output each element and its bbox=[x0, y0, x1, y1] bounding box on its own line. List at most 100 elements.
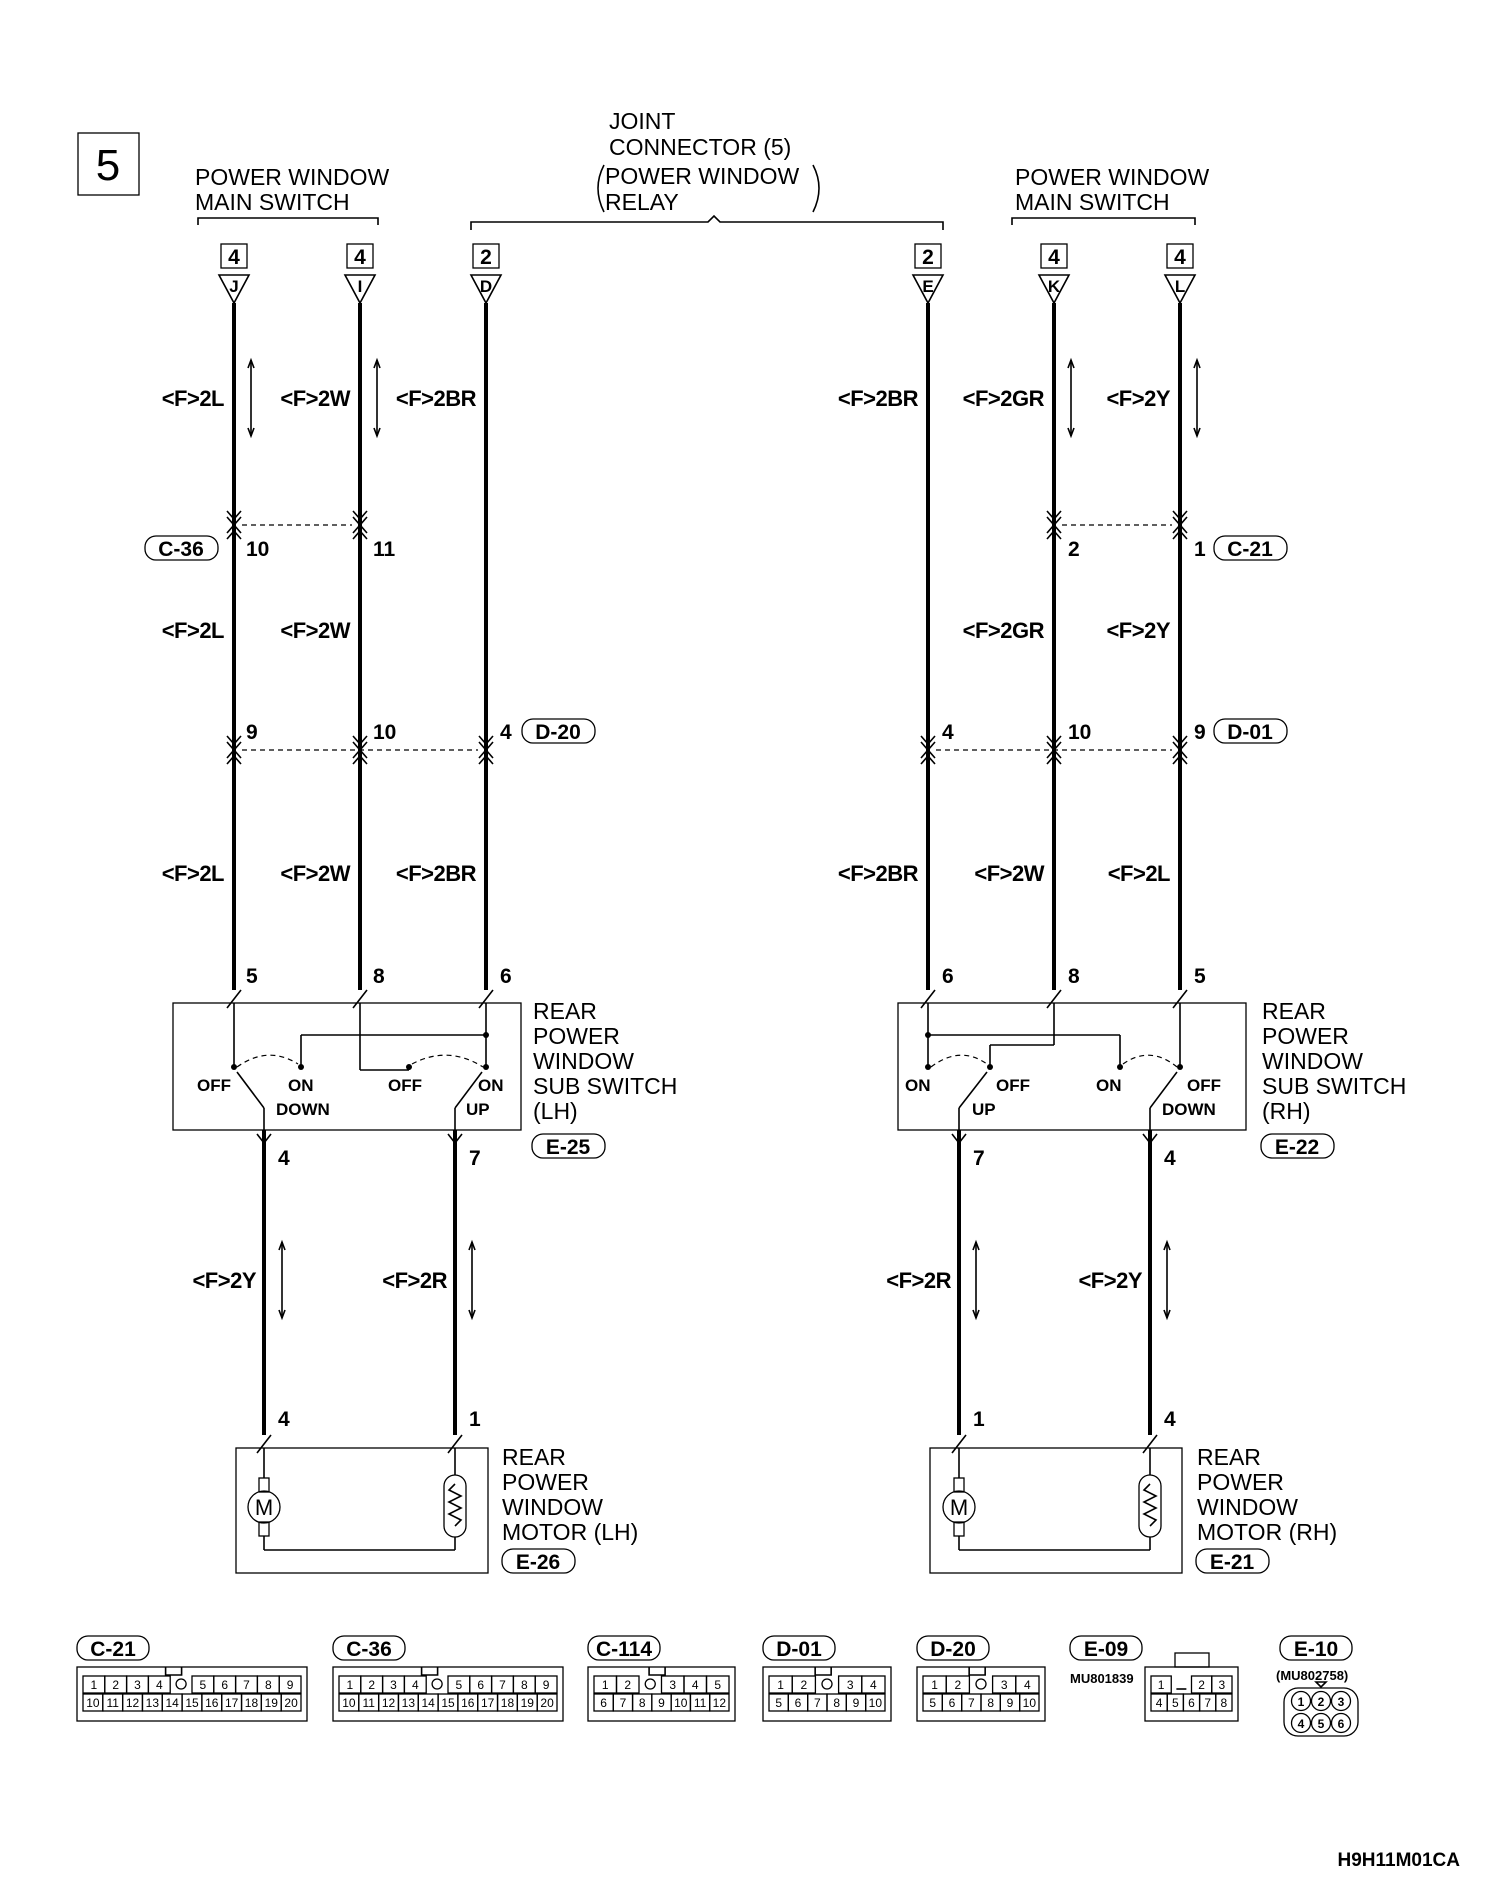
section-number: 5 bbox=[96, 141, 120, 190]
motor-lh: 4 1 M REAR POWER WINDOW MOTOR (LH) E-26 bbox=[235, 1408, 638, 1574]
svg-text:POWER WINDOW: POWER WINDOW bbox=[195, 164, 389, 190]
section-box bbox=[77, 132, 140, 196]
svg-text:4: 4 bbox=[228, 246, 240, 269]
svg-text:2: 2 bbox=[480, 246, 492, 269]
svg-text:3: 3 bbox=[390, 1678, 397, 1692]
svg-text:1: 1 bbox=[347, 1678, 354, 1692]
motor-symbol: M bbox=[950, 1495, 968, 1520]
legend-code: D-20 bbox=[930, 1638, 976, 1661]
svg-text:7: 7 bbox=[469, 1147, 481, 1170]
svg-text:4: 4 bbox=[1048, 246, 1060, 269]
svg-text:3: 3 bbox=[1219, 1678, 1226, 1692]
connector-d01: 4 10 9 D-01 bbox=[942, 718, 1288, 744]
connector-d20: 9 10 4 D-20 bbox=[246, 718, 596, 744]
svg-text:I: I bbox=[358, 277, 363, 296]
svg-text:D-01: D-01 bbox=[1227, 721, 1273, 744]
svg-text:<F>2Y: <F>2Y bbox=[1106, 386, 1170, 411]
svg-text:4: 4 bbox=[354, 246, 366, 269]
svg-text:<F>2W: <F>2W bbox=[280, 386, 350, 411]
svg-text:2: 2 bbox=[624, 1678, 631, 1692]
svg-text:9: 9 bbox=[853, 1696, 860, 1710]
svg-text:POWER: POWER bbox=[1197, 1469, 1284, 1495]
svg-text:4: 4 bbox=[1156, 1696, 1163, 1710]
svg-text:ON: ON bbox=[905, 1076, 931, 1095]
svg-text:20: 20 bbox=[540, 1696, 554, 1710]
svg-text:E: E bbox=[922, 277, 933, 296]
svg-text:OFF: OFF bbox=[197, 1076, 231, 1095]
svg-text:<F>2Y: <F>2Y bbox=[1078, 1268, 1142, 1293]
svg-text:4: 4 bbox=[1174, 246, 1186, 269]
svg-text:JOINT: JOINT bbox=[609, 108, 675, 134]
svg-text:WINDOW: WINDOW bbox=[502, 1494, 603, 1520]
svg-text:RELAY: RELAY bbox=[605, 189, 679, 215]
svg-text:1: 1 bbox=[777, 1678, 784, 1692]
svg-text:POWER WINDOW: POWER WINDOW bbox=[605, 163, 799, 189]
svg-text:8: 8 bbox=[833, 1696, 840, 1710]
svg-text:REAR: REAR bbox=[1197, 1444, 1261, 1470]
svg-text:4: 4 bbox=[278, 1408, 290, 1431]
terminal-i: 4 I bbox=[343, 243, 377, 305]
svg-text:7: 7 bbox=[499, 1678, 506, 1692]
svg-text:POWER: POWER bbox=[502, 1469, 589, 1495]
svg-text:<F>2Y: <F>2Y bbox=[1106, 618, 1170, 643]
svg-text:2: 2 bbox=[1068, 538, 1080, 561]
svg-text:3: 3 bbox=[1338, 1695, 1345, 1709]
terminal-d: 2 D bbox=[469, 243, 503, 305]
svg-text:CONNECTOR (5): CONNECTOR (5) bbox=[609, 134, 791, 160]
svg-text:<F>2BR: <F>2BR bbox=[396, 861, 477, 886]
svg-text:3: 3 bbox=[847, 1678, 854, 1692]
joint-connector-label: JOINT CONNECTOR (5) POWER WINDOW RELAY bbox=[597, 108, 820, 215]
svg-text:19: 19 bbox=[265, 1696, 279, 1710]
svg-text:9: 9 bbox=[658, 1696, 665, 1710]
svg-text:5: 5 bbox=[200, 1678, 207, 1692]
svg-text:E-26: E-26 bbox=[516, 1551, 560, 1574]
svg-text:ON: ON bbox=[478, 1076, 504, 1095]
svg-text:5: 5 bbox=[246, 965, 258, 988]
svg-text:MOTOR (LH): MOTOR (LH) bbox=[502, 1519, 638, 1545]
svg-text:6: 6 bbox=[1188, 1696, 1195, 1710]
svg-text:5: 5 bbox=[775, 1696, 782, 1710]
svg-text:16: 16 bbox=[461, 1696, 475, 1710]
svg-text:15: 15 bbox=[441, 1696, 455, 1710]
svg-text:13: 13 bbox=[402, 1696, 416, 1710]
svg-text:D: D bbox=[480, 277, 492, 296]
svg-text:D-20: D-20 bbox=[535, 721, 581, 744]
svg-text:1: 1 bbox=[602, 1678, 609, 1692]
svg-text:8: 8 bbox=[373, 965, 385, 988]
svg-text:DOWN: DOWN bbox=[1162, 1100, 1216, 1119]
legend-part-number: MU801839 bbox=[1070, 1671, 1134, 1686]
svg-text:6: 6 bbox=[600, 1696, 607, 1710]
svg-text:4: 4 bbox=[870, 1678, 877, 1692]
svg-text:1: 1 bbox=[1298, 1695, 1305, 1709]
terminal-j: 4 J bbox=[217, 243, 251, 305]
svg-text:1: 1 bbox=[1194, 538, 1206, 561]
terminal-l: 4 L bbox=[1163, 243, 1197, 305]
svg-text:SUB SWITCH: SUB SWITCH bbox=[1262, 1073, 1406, 1099]
svg-text:6: 6 bbox=[1338, 1717, 1345, 1731]
sub-switch-lh: 5 8 6 OFF ON DOWN OFF ON UP 4 bbox=[172, 965, 677, 1170]
svg-text:10: 10 bbox=[674, 1696, 688, 1710]
motor-rh: 1 4 M REAR POWER WINDOW MOTOR (RH) E-21 bbox=[929, 1408, 1337, 1574]
svg-text:8: 8 bbox=[521, 1678, 528, 1692]
wire-labels-low: <F>2L <F>2W <F>2BR <F>2BR <F>2W <F>2L bbox=[162, 861, 1171, 886]
svg-text:8: 8 bbox=[987, 1696, 994, 1710]
legend-code: E-09 bbox=[1084, 1638, 1128, 1661]
svg-text:10: 10 bbox=[869, 1696, 883, 1710]
svg-text:OFF: OFF bbox=[388, 1076, 422, 1095]
svg-text:1: 1 bbox=[931, 1678, 938, 1692]
svg-text:4: 4 bbox=[278, 1147, 290, 1170]
svg-text:<F>2BR: <F>2BR bbox=[396, 386, 477, 411]
svg-text:POWER: POWER bbox=[1262, 1023, 1349, 1049]
svg-text:2: 2 bbox=[1198, 1678, 1205, 1692]
svg-text:DOWN: DOWN bbox=[276, 1100, 330, 1119]
terminal-e: 2 E bbox=[911, 243, 945, 305]
svg-text:<F>2GR: <F>2GR bbox=[963, 618, 1045, 643]
svg-text:13: 13 bbox=[146, 1696, 160, 1710]
